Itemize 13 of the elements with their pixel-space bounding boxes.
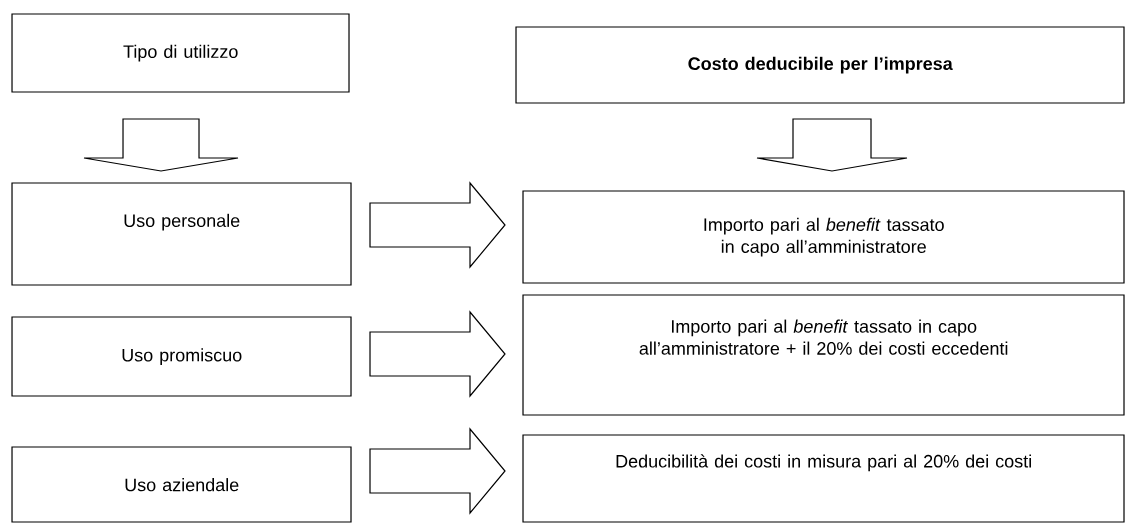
text-box: Importo pari al benefit tassato in capo all’amministratore + il 20% dei costi eccedenti (522, 294, 1125, 416)
text-box: Uso aziendale (11, 446, 352, 523)
text-box: Tipo di utilizzo (11, 13, 350, 93)
text-box: Uso promiscuo (11, 316, 352, 397)
text-box: Uso personale (11, 182, 352, 286)
block-arrow (756, 118, 908, 172)
text-box: Deducibilità dei costi in misura pari al 20% dei costi (522, 434, 1125, 523)
block-arrow (83, 118, 239, 172)
block-arrow (369, 310, 506, 398)
block-arrow (369, 181, 506, 269)
text-box: Importo pari al benefit tassato in capo all’amministratore (522, 190, 1125, 284)
block-arrow (369, 427, 506, 515)
text-box: Costo deducibile per l’impresa (515, 26, 1125, 104)
